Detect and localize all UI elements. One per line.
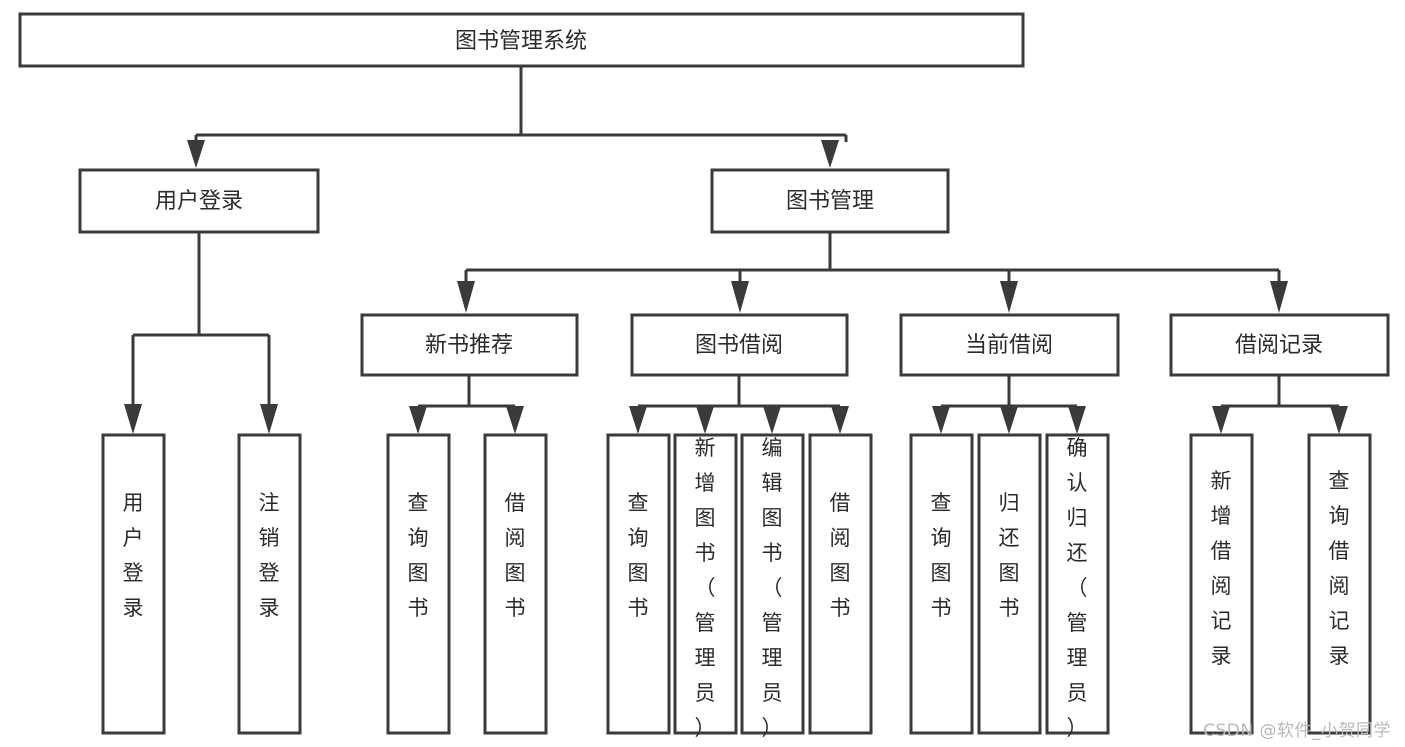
connector-book-borrow-to-leaves [629, 375, 849, 434]
connector-book-management-to-level3 [457, 232, 1288, 313]
node-new-book-recommend-box[interactable] [360, 313, 579, 377]
connector-new-book-recommend-to-leaves [409, 375, 524, 434]
leaf-label: 编辑图书（管理员） [762, 436, 783, 740]
leaf-label: 确认归还（管理员） [1067, 436, 1088, 740]
leaf-label: 查询图书 [628, 491, 649, 620]
leaf-label: 查询图书 [408, 491, 429, 620]
leaf-label: 查询图书 [931, 491, 952, 620]
leaf-new-book-query[interactable]: 查询图书 [386, 433, 451, 735]
arrow-head-icon [1212, 406, 1230, 434]
leaf-label: 新增借阅记录 [1211, 469, 1232, 668]
node-root[interactable]: 图书管理系统 [18, 12, 1025, 68]
connector-current-borrow-to-leaves [932, 375, 1086, 434]
leaf-box[interactable] [483, 433, 548, 735]
leaf-borrow-record-add[interactable]: 新增借阅记录 [1189, 433, 1254, 735]
arrow-head-icon [457, 281, 475, 313]
leaf-label: 注销登录 [259, 491, 280, 620]
leaf-box[interactable] [1045, 433, 1110, 735]
arrow-head-icon [1000, 406, 1018, 434]
node-book-management-label: 图书管理 [786, 189, 874, 214]
leaf-book-borrow-query[interactable]: 查询图书 [606, 433, 671, 735]
node-borrow-record[interactable]: 借阅记录 [1169, 313, 1390, 377]
arrow-head-icon [696, 406, 714, 434]
leaf-box[interactable] [1307, 433, 1372, 735]
node-current-borrow-box[interactable] [899, 313, 1120, 377]
leaf-book-borrow-edit[interactable]: 编辑图书（管理员） [740, 433, 805, 740]
node-user-login-box[interactable] [78, 168, 320, 234]
leaf-new-book-borrow[interactable]: 借阅图书 [483, 433, 548, 735]
arrow-head-icon [731, 281, 749, 313]
node-borrow-record-label: 借阅记录 [1235, 333, 1323, 358]
node-book-borrow-label: 图书借阅 [695, 333, 783, 358]
leaf-box[interactable] [740, 433, 805, 735]
leaf-box[interactable] [909, 433, 974, 735]
node-current-borrow-label: 当前借阅 [965, 333, 1053, 358]
leaf-current-borrow-return[interactable]: 归还图书 [977, 433, 1042, 735]
arrow-head-icon [1330, 406, 1348, 434]
node-current-borrow[interactable]: 当前借阅 [899, 313, 1120, 377]
node-user-login[interactable]: 用户登录 [78, 168, 320, 234]
arrow-head-icon [260, 404, 278, 434]
leaf-box[interactable] [237, 433, 302, 735]
connector-root-to-level2 [187, 66, 848, 168]
leaf-box[interactable] [1189, 433, 1254, 735]
arrow-head-icon [763, 406, 781, 434]
node-user-login-label: 用户登录 [155, 189, 243, 214]
leaf-current-borrow-query[interactable]: 查询图书 [909, 433, 974, 735]
leaf-label: 借阅图书 [505, 491, 526, 620]
arrow-head-icon [1270, 281, 1288, 313]
node-book-borrow[interactable]: 图书借阅 [630, 313, 849, 377]
node-new-book-recommend[interactable]: 新书推荐 [360, 313, 579, 377]
node-book-management[interactable]: 图书管理 [710, 168, 950, 234]
leaf-book-borrow-borrow[interactable]: 借阅图书 [808, 433, 873, 735]
leaf-borrow-record-query[interactable]: 查询借阅记录 [1307, 433, 1372, 735]
node-root-label: 图书管理系统 [455, 29, 587, 54]
leaf-box[interactable] [977, 433, 1042, 735]
arrow-head-icon [124, 404, 142, 434]
arrow-head-icon [831, 406, 849, 434]
leaf-label: 借阅图书 [830, 491, 851, 620]
arrow-head-icon [1068, 406, 1086, 434]
leaf-user-login-logout[interactable]: 注销登录 [237, 433, 302, 735]
arrow-head-icon [932, 406, 950, 434]
leaf-box[interactable] [673, 433, 738, 735]
leaf-box[interactable] [808, 433, 873, 735]
connector-borrow-record-to-leaves [1212, 375, 1348, 434]
leaf-label: 查询借阅记录 [1329, 469, 1350, 668]
arrow-head-icon [1000, 281, 1018, 313]
leaf-current-borrow-confirm[interactable]: 确认归还（管理员） [1045, 433, 1110, 740]
node-new-book-recommend-label: 新书推荐 [425, 333, 513, 358]
arrow-head-icon [506, 406, 524, 434]
leaf-box[interactable] [101, 433, 166, 735]
leaf-box[interactable] [386, 433, 451, 735]
connector-user-login-to-leaves [124, 232, 278, 434]
arrow-head-icon [187, 140, 205, 168]
arrow-head-icon [629, 406, 647, 434]
leaf-label: 归还图书 [999, 491, 1020, 620]
leaf-label: 新增图书（管理员） [695, 436, 716, 740]
arrow-head-icon [409, 406, 427, 434]
node-root-box[interactable] [18, 12, 1025, 68]
leaf-box[interactable] [606, 433, 671, 735]
leaf-label: 用户登录 [123, 491, 144, 620]
arrow-head-icon [821, 140, 839, 168]
leaf-user-login-login[interactable]: 用户登录 [101, 433, 166, 735]
leaf-book-borrow-add[interactable]: 新增图书（管理员） [673, 433, 738, 740]
